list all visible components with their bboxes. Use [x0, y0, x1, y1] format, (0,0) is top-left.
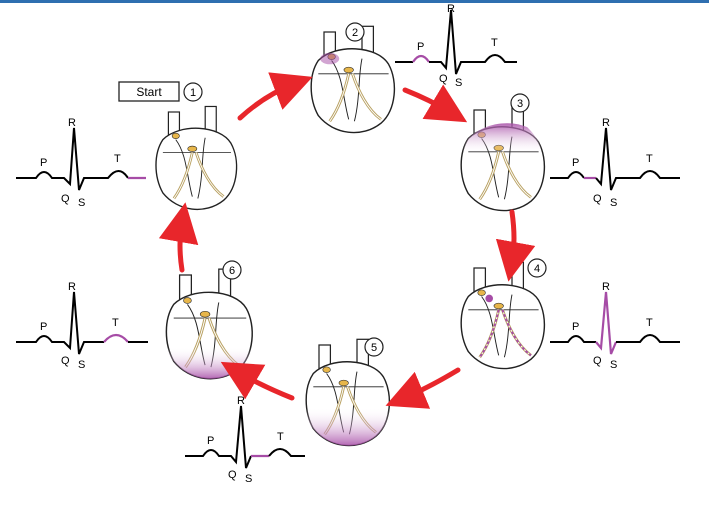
svg-text:2: 2	[352, 27, 358, 39]
ecg-strip-6: P R Q S T	[16, 281, 148, 371]
ecg-3-label-p: P	[572, 157, 579, 169]
svg-text:5: 5	[371, 342, 377, 354]
ecg-4-label-r: R	[602, 281, 610, 293]
arrow-4-to-5	[385, 367, 461, 409]
arrow-6-to-1	[158, 202, 199, 273]
ecg-6-label-t: T	[112, 317, 119, 329]
heart-step-5	[304, 337, 391, 448]
ecg-3-label-s: S	[610, 197, 617, 209]
ecg-strip-4: P R Q S T	[550, 281, 680, 371]
start-label: Start	[136, 85, 162, 99]
ecg-2-label-p: P	[417, 41, 424, 53]
heart-step-6	[164, 267, 254, 381]
ecg-4-label-t: T	[646, 317, 653, 329]
ecg-4-label-q: Q	[593, 355, 602, 367]
step-number-3: 3	[510, 93, 530, 113]
svg-text:6: 6	[229, 265, 235, 277]
step-number-5: 5	[364, 337, 384, 357]
step-number-2: 2	[345, 22, 365, 42]
ecg-3-label-r: R	[602, 117, 610, 129]
ecg-4-label-s: S	[610, 359, 617, 371]
ecg-1-label-r: R	[68, 117, 76, 129]
ecg-1-label-p: P	[40, 157, 47, 169]
ecg-5-label-p: P	[207, 435, 214, 447]
ecg-strip-1: P R Q S T	[16, 117, 146, 209]
step-number-1: 1	[183, 82, 203, 102]
cycle-arrows	[158, 72, 536, 409]
ecg-5-label-s: S	[245, 473, 252, 485]
heart-step-2	[309, 24, 396, 135]
ecg-5-label-t: T	[277, 431, 284, 443]
ecg-strip-2: P R Q S T	[395, 3, 517, 89]
svg-text:1: 1	[190, 87, 196, 99]
svg-text:4: 4	[534, 263, 540, 275]
arrow-2-to-3	[402, 84, 468, 123]
ecg-4-label-p: P	[572, 321, 579, 333]
arrow-3-to-4	[495, 209, 536, 282]
ecg-6-label-s: S	[78, 359, 85, 371]
ecg-1-label-t: T	[114, 153, 121, 165]
step-number-6: 6	[222, 260, 242, 280]
ecg-6-label-q: Q	[61, 355, 70, 367]
ecg-5-label-q: Q	[228, 469, 237, 481]
ecg-1-label-q: Q	[61, 193, 70, 205]
arrow-5-to-6	[220, 361, 295, 401]
start-box: Start	[118, 81, 180, 102]
step-number-4: 4	[527, 258, 547, 278]
ecg-strip-3: P R Q S T	[550, 117, 680, 209]
heart-step-3	[459, 102, 546, 213]
svg-text:3: 3	[517, 98, 523, 110]
header-rule	[0, 0, 709, 3]
heart-step-1	[154, 105, 238, 211]
arrow-1-to-2	[237, 72, 313, 121]
ecg-3-label-t: T	[646, 153, 653, 165]
ecg-6-label-p: P	[40, 321, 47, 333]
ecg-5-label-r: R	[237, 395, 245, 407]
ecg-3-label-q: Q	[593, 193, 602, 205]
ecg-2-label-r: R	[447, 3, 455, 15]
ecg-strip-5: P R Q S T	[185, 395, 305, 485]
ecg-2-label-q: Q	[439, 73, 448, 85]
ecg-2-label-s: S	[455, 77, 462, 89]
heart-step-4	[459, 260, 546, 371]
ecg-6-label-r: R	[68, 281, 76, 293]
ecg-2-label-t: T	[491, 37, 498, 49]
ecg-1-label-s: S	[78, 197, 85, 209]
